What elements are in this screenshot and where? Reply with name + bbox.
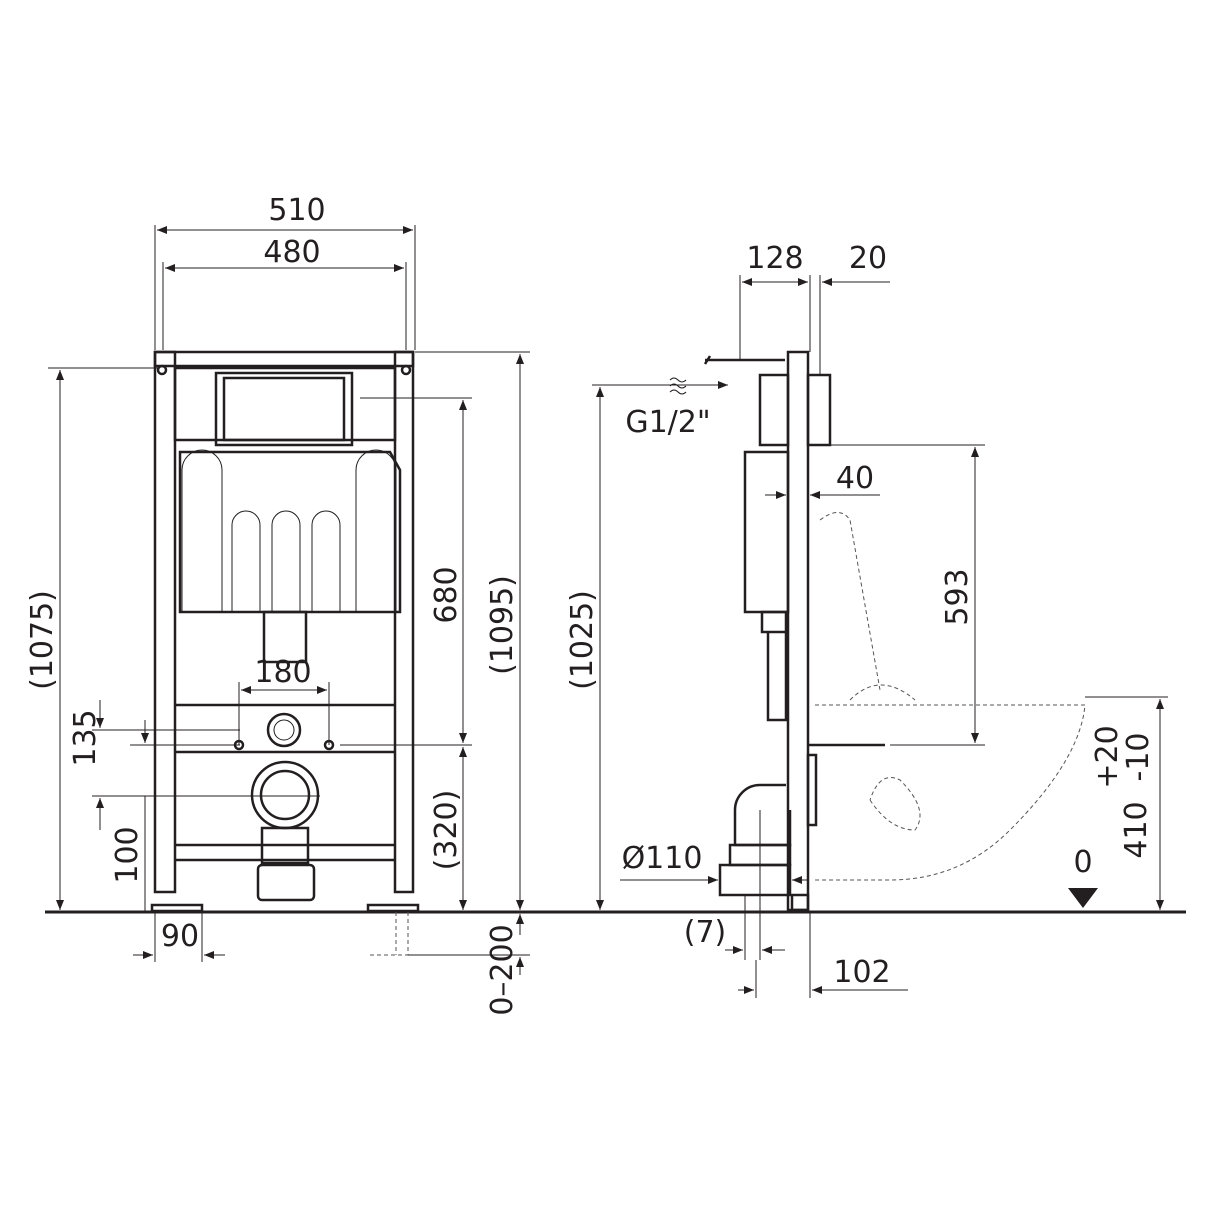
- dim-410-tol-minus: -10: [1121, 733, 1156, 782]
- dim-135: 135: [68, 709, 103, 766]
- dim-d110: Ø110: [622, 841, 703, 876]
- dim-593: 593: [940, 568, 975, 625]
- dim-1075: (1075): [25, 590, 60, 690]
- side-dimensions: 128 20 G1/2" 40 593 (1025) Ø110 (7) 102 …: [565, 241, 1168, 998]
- front-frame: [150, 350, 420, 956]
- dim-1025: (1025): [565, 590, 600, 690]
- dim-0-200: 0–200: [485, 924, 520, 1015]
- dim-320: (320): [429, 790, 464, 871]
- dim-128: 128: [746, 241, 803, 276]
- dim-410-tol-plus: +20: [1090, 725, 1125, 788]
- dim-410: 410: [1119, 801, 1154, 858]
- inlet-g12: G1/2": [625, 405, 710, 440]
- dim-20: 20: [849, 241, 887, 276]
- dim-510: 510: [268, 193, 325, 228]
- dim-100: 100: [110, 826, 145, 883]
- side-frame: [703, 350, 1086, 912]
- floor-level-label: 0: [1073, 845, 1092, 880]
- front-dimensions: 510 480 (1075) 680 (320) (1095) 180 135 …: [25, 193, 530, 1016]
- dim-1095: (1095): [485, 575, 520, 675]
- dim-680: 680: [429, 566, 464, 623]
- dim-102: 102: [833, 955, 890, 990]
- dim-480: 480: [263, 235, 320, 270]
- dim-40: 40: [836, 461, 874, 496]
- dim-180: 180: [254, 655, 311, 690]
- dim-7: (7): [684, 915, 727, 950]
- floor-level-triangle-icon: [1068, 888, 1098, 908]
- dim-90: 90: [161, 919, 199, 954]
